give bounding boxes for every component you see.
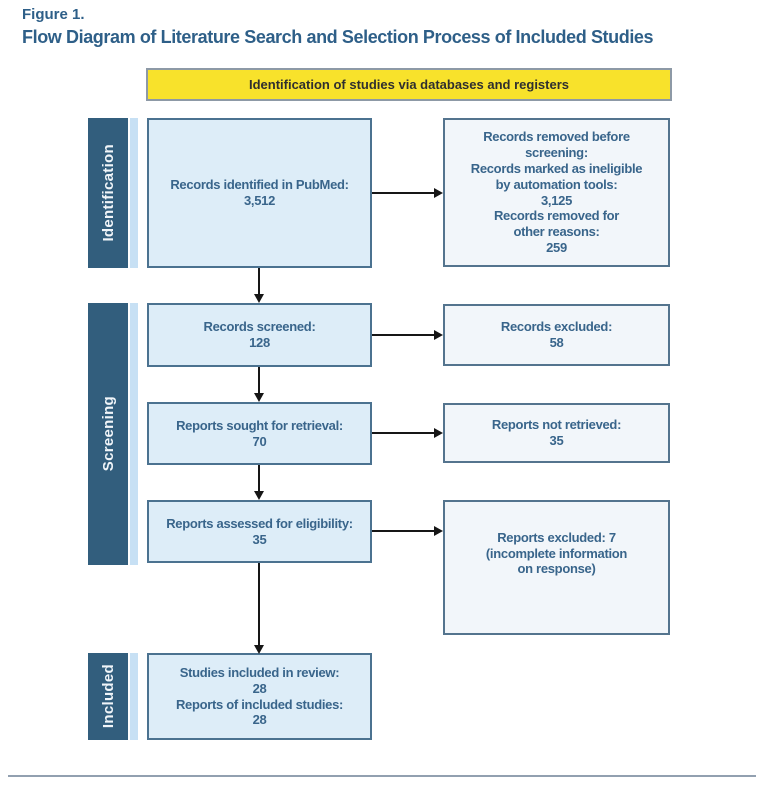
flow-box-reports-assessed: Reports assessed for eligibility: 35 xyxy=(147,500,372,563)
stage-bar-included: Included xyxy=(88,653,128,740)
flow-box-records-excluded: Records excluded: 58 xyxy=(443,304,670,366)
bottom-divider xyxy=(8,775,756,777)
stage-bar-screening: Screening xyxy=(88,303,128,565)
arrow-screened-to-sought xyxy=(258,367,260,393)
stage-strip-identification xyxy=(130,118,138,268)
stage-label-screening: Screening xyxy=(99,396,117,472)
figure-title: Flow Diagram of Literature Search and Se… xyxy=(22,27,654,47)
stage-strip-included xyxy=(130,653,138,740)
arrow-assessed-to-included xyxy=(258,563,260,645)
flow-box-records-identified: Records identified in PubMed: 3,512 xyxy=(147,118,372,268)
flow-box-records-removed: Records removed before screening: Record… xyxy=(443,118,670,267)
flow-box-studies-included: Studies included in review: 28 Reports o… xyxy=(147,653,372,740)
flow-box-records-screened: Records screened: 128 xyxy=(147,303,372,367)
flow-box-reports-excluded: Reports excluded: 7 (incomplete informat… xyxy=(443,500,670,635)
flow-box-reports-not-retrieved: Reports not retrieved: 35 xyxy=(443,403,670,463)
banner-databases-registers: Identification of studies via databases … xyxy=(146,68,672,101)
arrow-to-reports-excluded xyxy=(372,530,434,532)
stage-bar-identification: Identification xyxy=(88,118,128,268)
stage-label-identification: Identification xyxy=(99,144,117,242)
stage-strip-screening xyxy=(130,303,138,565)
stage-label-included: Included xyxy=(99,664,117,729)
arrow-to-reports-not-retrieved xyxy=(372,432,434,434)
flow-box-reports-sought: Reports sought for retrieval: 70 xyxy=(147,402,372,465)
arrow-sought-to-assessed xyxy=(258,465,260,491)
arrow-identified-to-screened xyxy=(258,268,260,294)
figure-label: Figure 1. xyxy=(22,6,85,23)
arrow-to-records-excluded xyxy=(372,334,434,336)
arrow-to-records-removed xyxy=(372,192,434,194)
